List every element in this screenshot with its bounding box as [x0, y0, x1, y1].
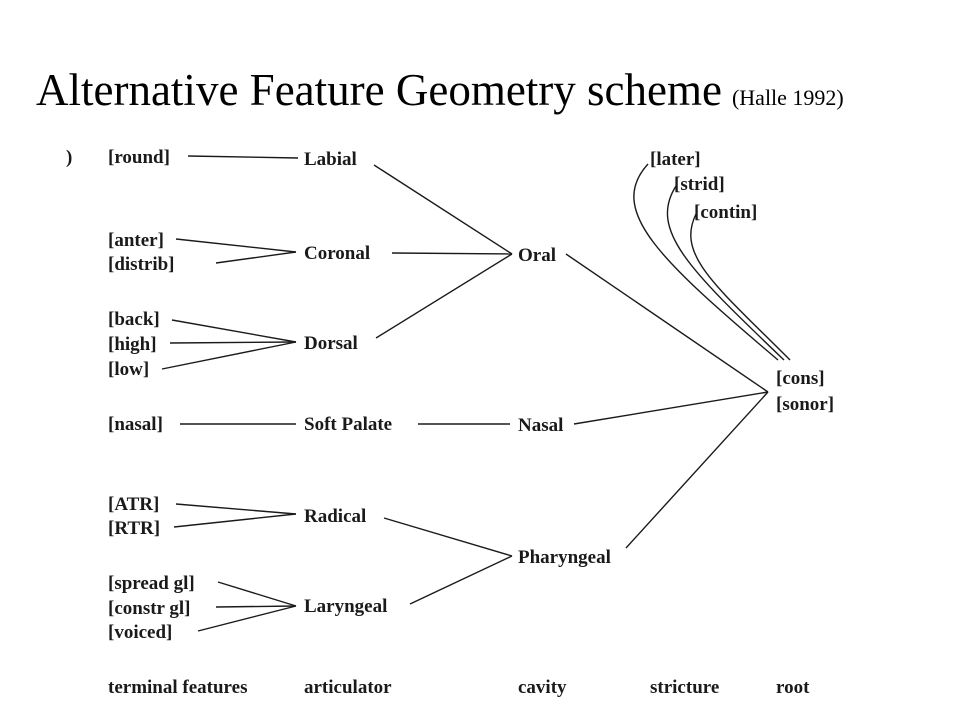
feature-voiced: [voiced]: [108, 622, 172, 643]
feature-round: [round]: [108, 147, 170, 168]
edge-constrgl-laryngeal: [215, 605, 297, 608]
edge-oral-root: [565, 253, 769, 393]
tree-labels: ) [round] [anter] [distrib] [back] [high…: [66, 147, 834, 698]
edge-radical-pharyngeal: [383, 517, 513, 557]
node-radical: Radical: [304, 506, 366, 527]
feature-strid: [strid]: [674, 174, 725, 195]
feature-spread-gl: [spread gl]: [108, 573, 195, 594]
feature-back: [back]: [108, 309, 160, 330]
feature-distrib: [distrib]: [108, 254, 175, 275]
edge-back-dorsal: [171, 319, 297, 343]
page-title: Alternative Feature Geometry scheme (Hall…: [36, 64, 844, 116]
feature-high: [high]: [108, 334, 157, 355]
edge-nasal-root: [573, 391, 769, 425]
feature-contin: [contin]: [694, 202, 757, 223]
edge-spreadgl-laryngeal: [217, 581, 297, 607]
title-main: Alternative Feature Geometry scheme: [36, 65, 722, 115]
feature-nasal: [nasal]: [108, 414, 163, 435]
node-labial: Labial: [304, 149, 357, 170]
column-label-root: root: [776, 677, 810, 698]
tree-edges: [161, 155, 791, 632]
feature-atr: [ATR]: [108, 494, 159, 515]
edge-labial-oral: [373, 164, 513, 255]
node-oral: Oral: [518, 245, 556, 266]
column-label-terminal: terminal features: [108, 677, 247, 698]
edge-anter-coronal: [175, 238, 297, 253]
edge-laryngeal-pharyngeal: [409, 555, 513, 605]
margin-marker: ): [66, 147, 72, 168]
column-label-cavity: cavity: [518, 677, 567, 698]
edge-rtr-radical: [173, 513, 297, 528]
column-label-articulator: articulator: [304, 677, 392, 698]
node-pharyngeal: Pharyngeal: [518, 547, 611, 568]
edge-pharyngeal-root: [625, 391, 769, 549]
edge-coronal-oral: [391, 252, 513, 255]
feature-low: [low]: [108, 359, 149, 380]
column-label-stricture: stricture: [650, 677, 719, 698]
feature-anter: [anter]: [108, 230, 164, 251]
edge-atr-radical: [175, 503, 297, 515]
edge-distrib-coronal: [215, 251, 297, 264]
feature-constr-gl: [constr gl]: [108, 598, 191, 619]
edge-contin-root: [690, 213, 791, 361]
edge-voiced-laryngeal: [197, 605, 297, 632]
edge-later-root: [633, 163, 779, 361]
node-nasal: Nasal: [518, 415, 563, 436]
node-coronal: Coronal: [304, 243, 370, 264]
edge-dorsal-oral: [375, 253, 513, 339]
feature-later: [later]: [650, 149, 701, 170]
node-dorsal: Dorsal: [304, 333, 358, 354]
edge-low-dorsal: [161, 341, 297, 370]
node-laryngeal: Laryngeal: [304, 596, 387, 617]
edge-strid-root: [666, 185, 785, 361]
node-soft-palate: Soft Palate: [304, 414, 392, 435]
edge-high-dorsal: [169, 341, 297, 344]
title-citation: (Halle 1992): [731, 85, 844, 110]
feature-rtr: [RTR]: [108, 518, 160, 539]
edge-round-labial: [187, 155, 299, 159]
root-sonor: [sonor]: [776, 394, 834, 415]
root-cons: [cons]: [776, 368, 825, 389]
